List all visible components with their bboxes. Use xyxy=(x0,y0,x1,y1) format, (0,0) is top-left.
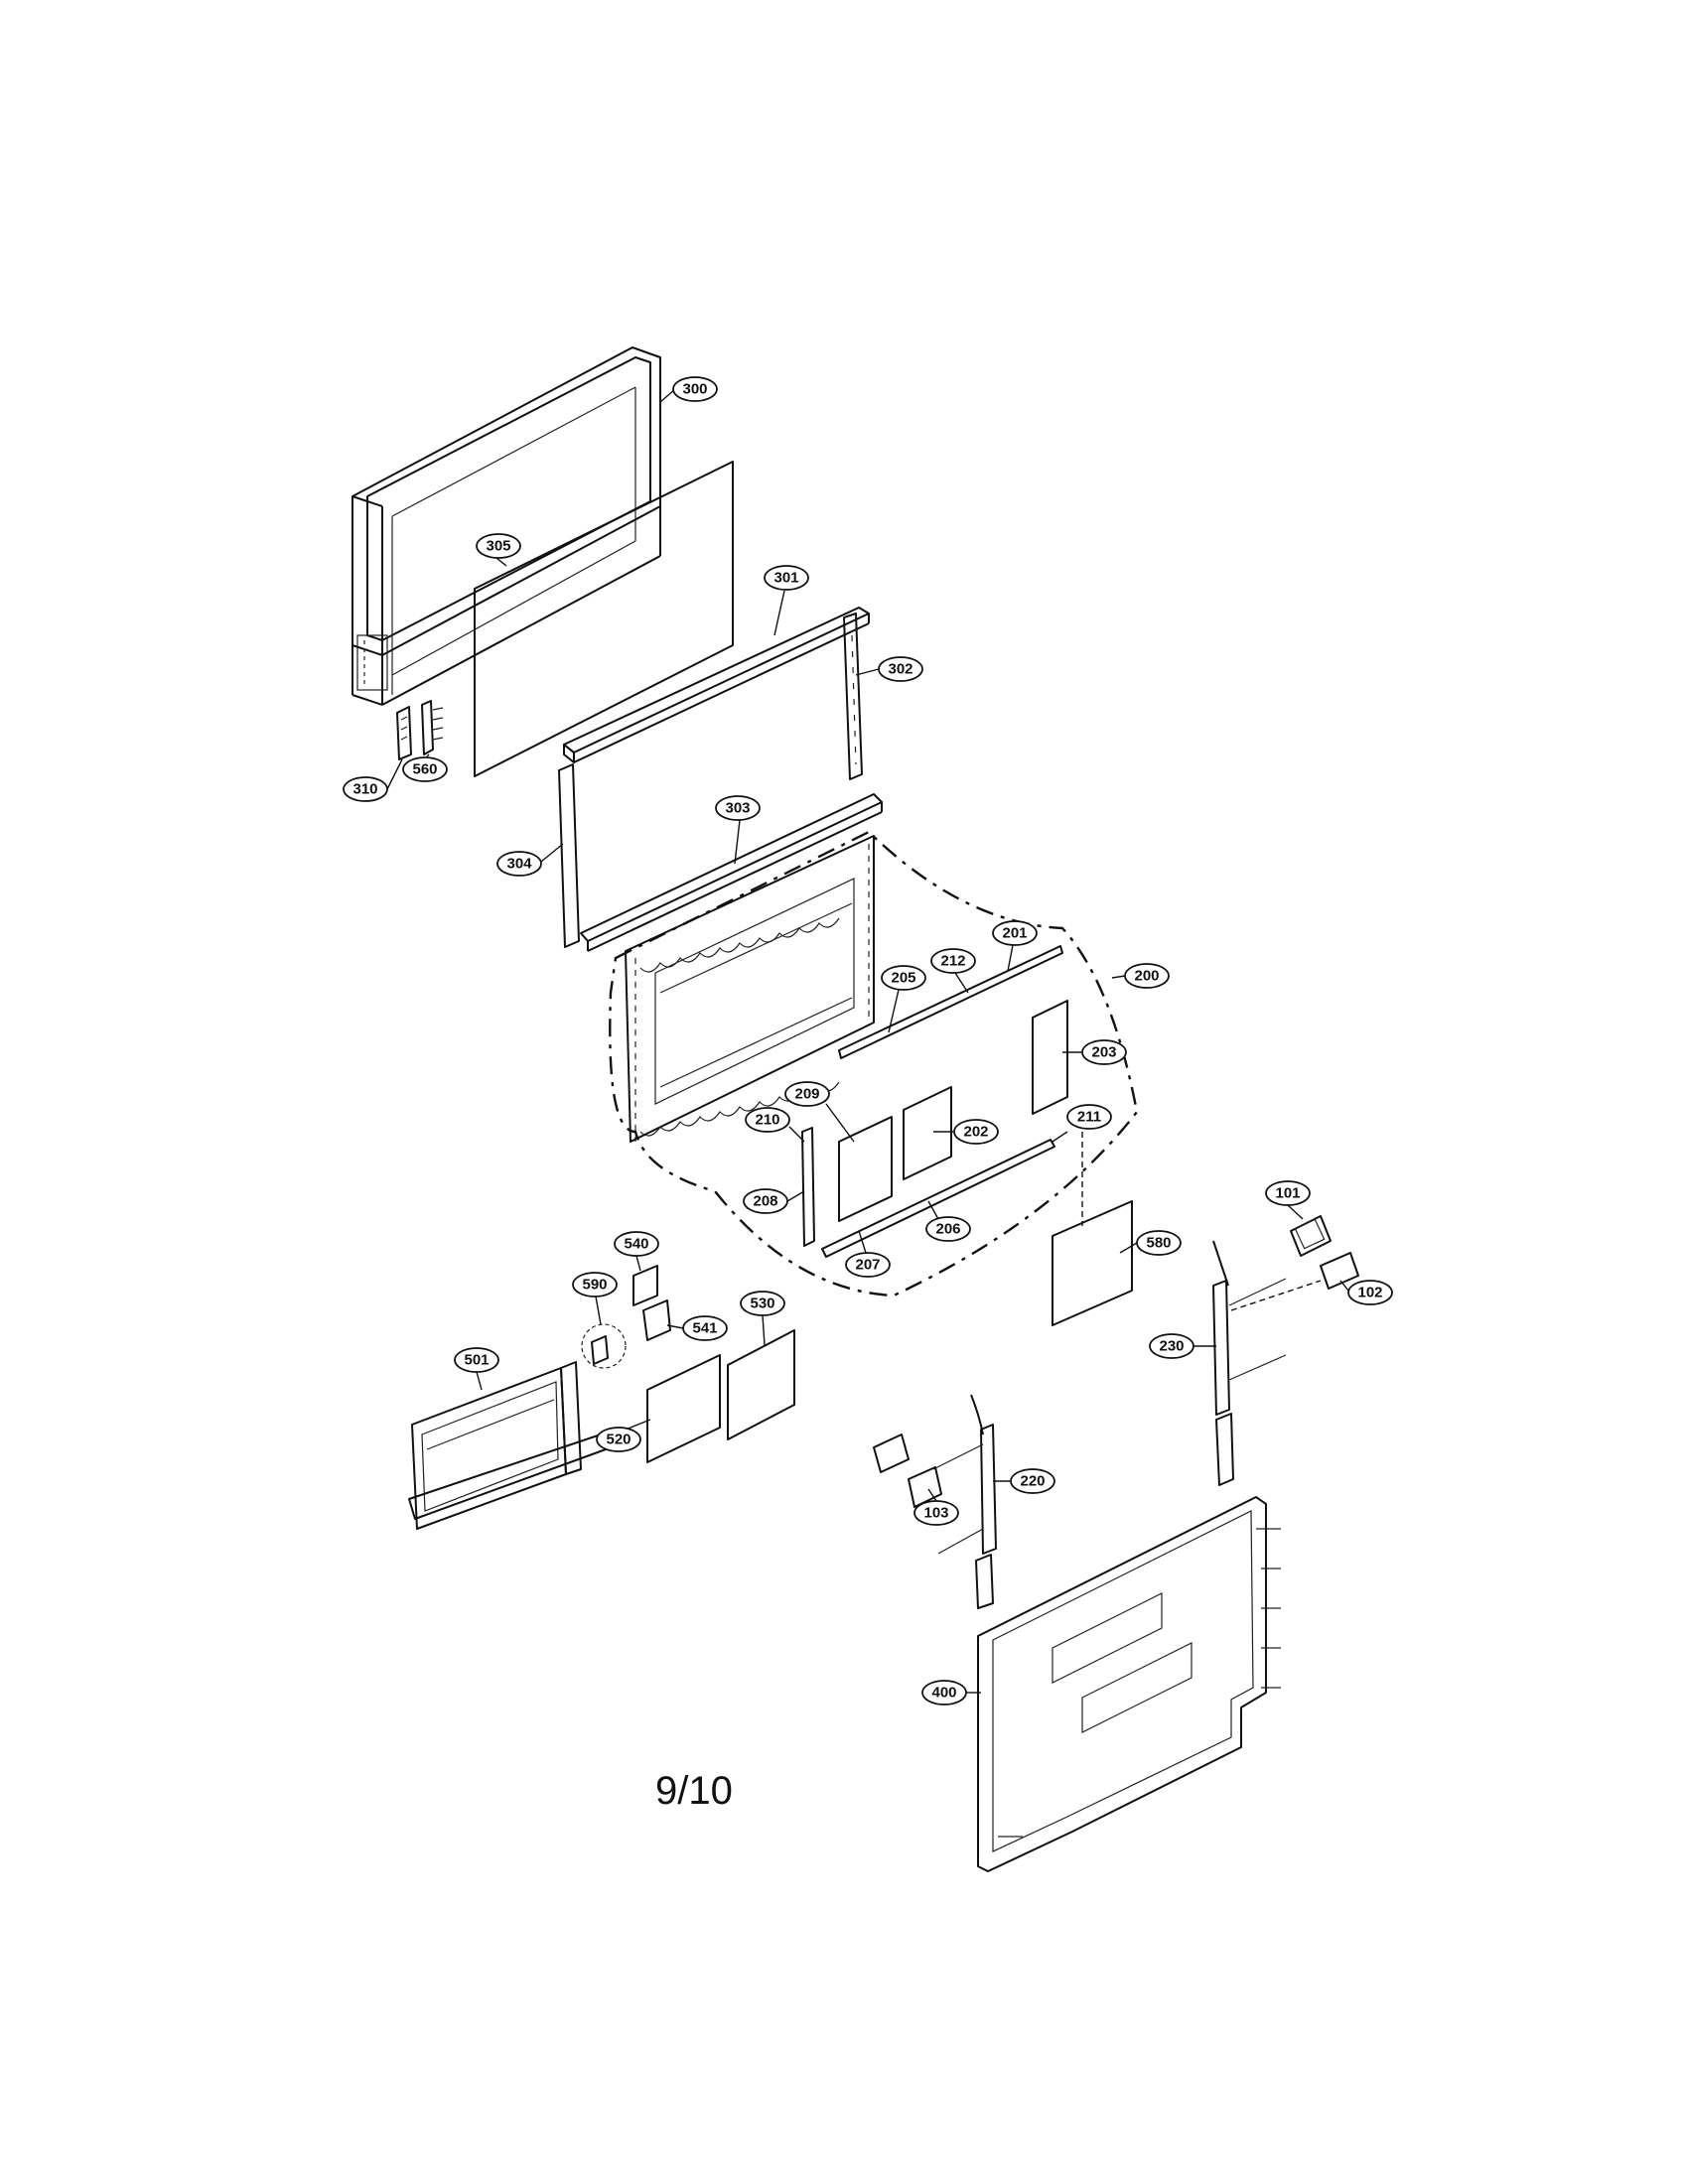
speaker-unit-103 xyxy=(908,1466,942,1508)
callout-label: 520 xyxy=(606,1432,631,1448)
callout-220: 220 xyxy=(993,1468,1055,1494)
callouts: 300 305 301 302 310 560 xyxy=(343,376,1393,1706)
small-board-541 xyxy=(642,1299,671,1341)
callout-label: 202 xyxy=(963,1124,988,1141)
callout-label: 209 xyxy=(794,1086,819,1103)
callout-205: 205 xyxy=(881,965,926,1033)
callout-303: 303 xyxy=(715,795,761,865)
callout-label: 560 xyxy=(412,761,437,778)
bottom-rail xyxy=(580,793,883,952)
callout-310: 310 xyxy=(343,758,403,802)
callout-label: 304 xyxy=(506,856,532,873)
backlight-assembly xyxy=(609,830,1139,1297)
callout-label: 201 xyxy=(1002,925,1027,942)
callout-label: 212 xyxy=(940,953,965,970)
callout-530: 530 xyxy=(740,1291,785,1346)
callout-201: 201 xyxy=(992,920,1038,972)
callout-203: 203 xyxy=(1062,1039,1127,1065)
callout-label: 590 xyxy=(582,1277,607,1294)
callout-label: 230 xyxy=(1159,1338,1184,1355)
callout-520: 520 xyxy=(596,1419,651,1452)
callout-200: 200 xyxy=(1111,963,1170,989)
front-cabinet-frame xyxy=(351,346,661,706)
callout-302: 302 xyxy=(855,656,923,682)
callout-label: 207 xyxy=(855,1257,880,1274)
callout-label: 208 xyxy=(753,1193,777,1210)
callout-label: 305 xyxy=(486,538,510,555)
bracket-590 xyxy=(581,1323,627,1369)
left-side-rail xyxy=(558,763,580,948)
callout-103: 103 xyxy=(913,1488,959,1526)
right-side-rail xyxy=(843,613,863,780)
callout-label: 541 xyxy=(692,1320,717,1337)
callout-label: 400 xyxy=(931,1685,956,1702)
bracket-arm-230 xyxy=(1212,1240,1322,1486)
callout-label: 501 xyxy=(464,1352,489,1369)
board-520 xyxy=(646,1354,721,1463)
rear-cover-400 xyxy=(977,1496,1281,1872)
callout-label: 540 xyxy=(624,1236,648,1253)
small-bracket-560 xyxy=(421,700,444,755)
callout-501: 501 xyxy=(454,1347,499,1391)
callout-label: 210 xyxy=(755,1112,779,1129)
callout-304: 304 xyxy=(496,843,564,877)
speaker-unit-left xyxy=(873,1433,910,1473)
callout-label: 203 xyxy=(1091,1044,1116,1061)
speaker-unit-102 xyxy=(1320,1252,1359,1290)
callout-202: 202 xyxy=(933,1119,999,1145)
callout-400: 400 xyxy=(921,1680,981,1706)
small-bracket-310 xyxy=(396,706,412,760)
bracket-arm-220 xyxy=(932,1394,997,1609)
callout-label: 301 xyxy=(773,570,798,587)
callout-102: 102 xyxy=(1339,1280,1393,1305)
callout-541: 541 xyxy=(666,1315,728,1341)
callout-580: 580 xyxy=(1119,1230,1182,1256)
callout-label: 302 xyxy=(888,661,912,678)
callout-209: 209 xyxy=(784,1081,855,1143)
board-530 xyxy=(727,1329,795,1440)
callout-230: 230 xyxy=(1149,1333,1216,1359)
page-number: 9/10 xyxy=(655,1769,733,1813)
top-rail xyxy=(563,607,870,763)
callout-label: 200 xyxy=(1134,968,1159,985)
callout-300: 300 xyxy=(659,376,718,403)
callout-211: 211 xyxy=(1052,1104,1112,1143)
callout-590: 590 xyxy=(572,1272,618,1325)
callout-560: 560 xyxy=(402,753,448,782)
callout-301: 301 xyxy=(764,565,809,636)
callout-label: 102 xyxy=(1357,1285,1382,1301)
callout-label: 101 xyxy=(1275,1185,1300,1202)
small-board-540 xyxy=(632,1265,658,1306)
callout-540: 540 xyxy=(614,1231,659,1272)
callout-208: 208 xyxy=(743,1188,805,1214)
callout-label: 300 xyxy=(682,381,707,398)
callout-label: 211 xyxy=(1077,1109,1101,1126)
callout-label: 220 xyxy=(1020,1473,1045,1490)
callout-label: 205 xyxy=(891,970,915,987)
speaker-unit-101 xyxy=(1290,1215,1332,1257)
callout-305: 305 xyxy=(476,533,521,567)
callout-label: 310 xyxy=(352,781,377,798)
callout-label: 580 xyxy=(1146,1235,1171,1252)
callout-label: 206 xyxy=(935,1221,960,1238)
callout-label: 103 xyxy=(923,1505,948,1522)
callout-label: 530 xyxy=(750,1296,774,1312)
front-bottom-bar-501 xyxy=(408,1361,607,1530)
callout-207: 207 xyxy=(845,1230,891,1278)
callout-210: 210 xyxy=(745,1107,805,1143)
screen-panel xyxy=(474,461,734,777)
callout-206: 206 xyxy=(925,1200,971,1242)
board-580 xyxy=(1052,1200,1133,1326)
callout-212: 212 xyxy=(930,948,976,994)
callout-label: 303 xyxy=(725,800,750,817)
callout-101: 101 xyxy=(1265,1180,1311,1220)
